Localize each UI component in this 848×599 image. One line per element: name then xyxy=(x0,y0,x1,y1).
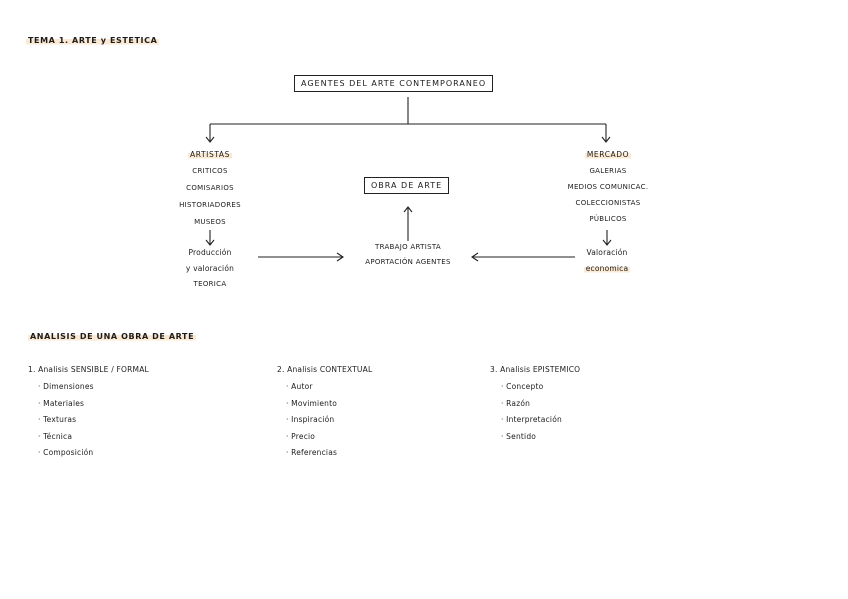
analysis-item: · Texturas xyxy=(38,415,77,424)
right-branch-item: MEDIOS COMUNICAC. xyxy=(567,183,649,191)
left-result-line: Producción xyxy=(188,248,232,257)
left-result-line: y valoración xyxy=(185,264,235,273)
right-branch-item: COLECCIONISTAS xyxy=(575,199,641,207)
right-branch-title: MERCADO xyxy=(584,150,632,159)
analysis-column-contextual: 2. Analisis CONTEXTUAL · Autor · Movimie… xyxy=(277,365,372,462)
center-text: TRABAJO ARTISTA APORTACIÓN AGENTES xyxy=(343,243,473,273)
left-branch-title: ARTISTAS xyxy=(187,150,233,159)
analysis-item: · Movimiento xyxy=(286,398,338,408)
analysis-item: · Técnica xyxy=(38,431,73,441)
analysis-item: · Interpretación xyxy=(501,415,562,424)
analysis-item: · Concepto xyxy=(501,382,544,391)
left-branch-item: CRITICOS xyxy=(192,167,228,175)
analysis-item: · Precio xyxy=(286,431,316,441)
right-branch-item: GALERIAS xyxy=(589,167,627,175)
analysis-item: · Referencias xyxy=(286,448,338,457)
analysis-item: · Composición xyxy=(38,448,94,457)
analysis-column-heading: 2. Analisis CONTEXTUAL xyxy=(277,365,373,374)
left-result-line: TEORICA xyxy=(193,280,227,288)
analysis-title: ANALISIS DE UNA OBRA DE ARTE xyxy=(28,332,197,341)
right-branch-item: PÚBLICOS xyxy=(589,215,627,223)
analysis-item: · Inspiración xyxy=(286,415,335,424)
analysis-column-formal: 1. Analisis SENSIBLE / FORMAL · Dimensio… xyxy=(28,365,149,462)
right-result-line: Valoración xyxy=(586,248,628,257)
analysis-column-heading: 1. Analisis SENSIBLE / FORMAL xyxy=(28,365,149,374)
analysis-item: · Sentido xyxy=(501,431,537,441)
left-branch-item: MUSEOS xyxy=(194,218,226,226)
right-branch: MERCADO GALERIAS MEDIOS COMUNICAC. COLEC… xyxy=(548,150,668,231)
root-node-label: AGENTES DEL ARTE CONTEMPORANEO xyxy=(301,79,487,88)
analysis-column-heading: 3. Analisis EPISTEMICO xyxy=(490,365,581,374)
analysis-item: · Materiales xyxy=(38,398,85,408)
root-node: AGENTES DEL ARTE CONTEMPORANEO xyxy=(294,75,494,92)
center-node: OBRA DE ARTE xyxy=(364,177,450,194)
center-text-line: APORTACIÓN AGENTES xyxy=(365,258,451,266)
analysis-item: · Razón xyxy=(501,398,531,408)
left-branch-item: COMISARIOS xyxy=(186,184,234,192)
analysis-item: · Dimensiones xyxy=(38,382,94,391)
page-title: TEMA 1. ARTE y ESTETICA xyxy=(26,36,160,45)
analysis-column-epistemic: 3. Analisis EPISTEMICO · Concepto · Razó… xyxy=(490,365,580,445)
right-result-line: economica xyxy=(583,264,631,273)
left-branch-item: HISTORIADORES xyxy=(179,201,241,209)
center-text-line: TRABAJO ARTISTA xyxy=(375,243,441,251)
right-result: Valoración economica xyxy=(567,248,647,280)
analysis-item: · Autor xyxy=(286,382,313,391)
center-node-label: OBRA DE ARTE xyxy=(371,181,443,190)
left-result: Producción y valoración TEORICA xyxy=(165,248,255,296)
left-branch: ARTISTAS CRITICOS COMISARIOS HISTORIADOR… xyxy=(160,150,260,235)
